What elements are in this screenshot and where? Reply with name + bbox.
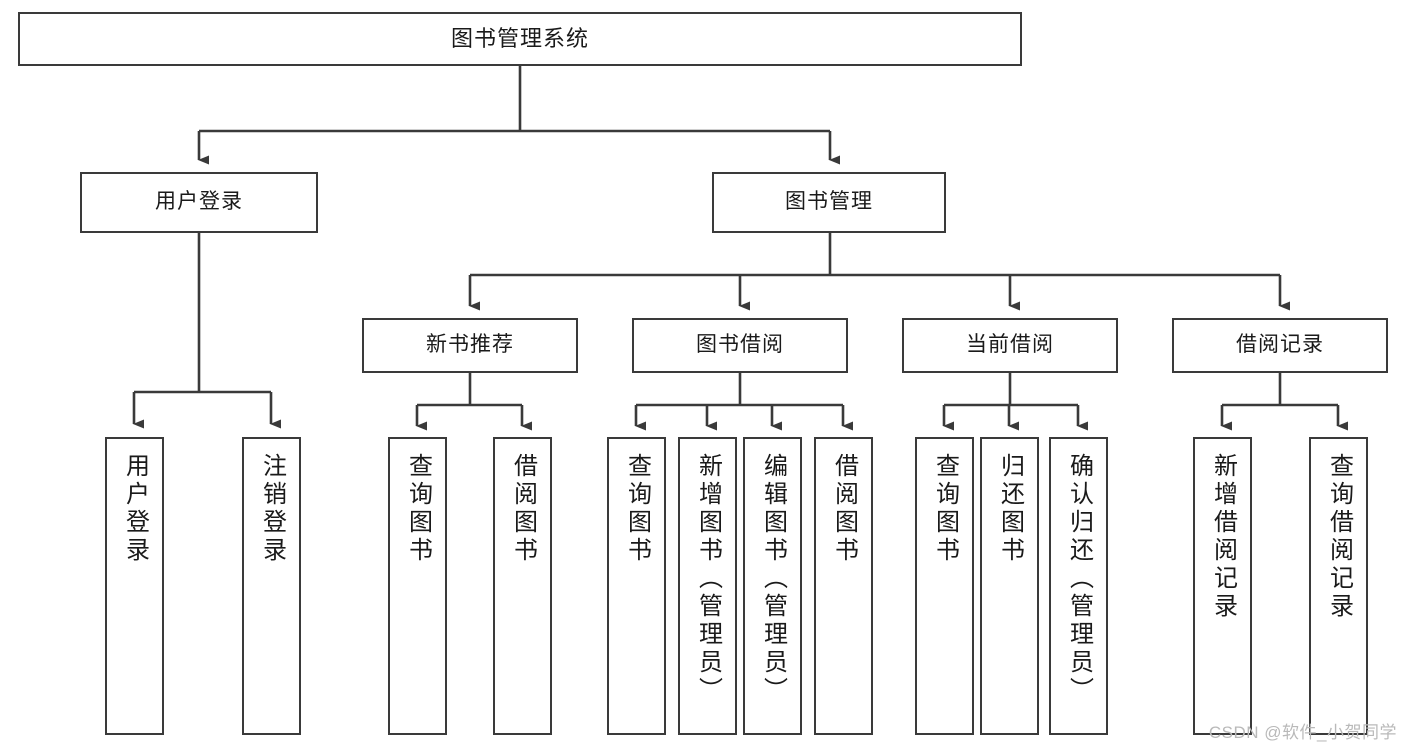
node-current-borrow[interactable]: 当前借阅	[902, 318, 1118, 373]
leaf-borrow-edit-book-admin[interactable]: 编辑图书（管理员）	[743, 437, 802, 735]
node-book-borrow[interactable]: 图书借阅	[632, 318, 848, 373]
node-label: 查询图书	[404, 453, 432, 565]
leaf-records-query-record[interactable]: 查询借阅记录	[1309, 437, 1368, 735]
node-label: 新增借阅记录	[1209, 453, 1237, 621]
node-label: 图书管理系统	[450, 26, 589, 52]
node-label: 借阅记录	[1236, 333, 1324, 357]
leaf-new-book-query[interactable]: 查询图书	[388, 437, 447, 735]
node-label: 图书借阅	[696, 333, 784, 357]
node-root-system[interactable]: 图书管理系统	[18, 12, 1022, 66]
leaf-user-login-logout[interactable]: 注销登录	[242, 437, 301, 735]
node-new-book-recommend[interactable]: 新书推荐	[362, 318, 578, 373]
node-label: 查询图书	[623, 453, 651, 565]
node-label: 用户登录	[121, 453, 149, 565]
leaf-borrow-add-book-admin[interactable]: 新增图书（管理员）	[678, 437, 737, 735]
node-label: 确认归还（管理员）	[1065, 453, 1093, 705]
leaf-borrow-query-book[interactable]: 查询图书	[607, 437, 666, 735]
node-label: 新书推荐	[426, 333, 514, 357]
node-book-management[interactable]: 图书管理	[712, 172, 946, 233]
leaf-current-return-book[interactable]: 归还图书	[980, 437, 1039, 735]
leaf-records-add-record[interactable]: 新增借阅记录	[1193, 437, 1252, 735]
node-label: 新增图书（管理员）	[694, 453, 722, 705]
node-label: 注销登录	[258, 453, 286, 565]
node-label: 用户登录	[155, 190, 243, 214]
node-user-login[interactable]: 用户登录	[80, 172, 318, 233]
node-label: 借阅图书	[509, 453, 537, 565]
watermark-text: CSDN @软件_小贺同学	[1208, 723, 1397, 742]
node-label: 查询图书	[931, 453, 959, 565]
node-label: 当前借阅	[966, 333, 1054, 357]
node-label: 图书管理	[785, 190, 873, 214]
node-label: 归还图书	[996, 453, 1024, 565]
node-borrow-records[interactable]: 借阅记录	[1172, 318, 1388, 373]
node-label: 查询借阅记录	[1325, 453, 1353, 621]
leaf-borrow-borrow-book[interactable]: 借阅图书	[814, 437, 873, 735]
leaf-new-book-borrow[interactable]: 借阅图书	[493, 437, 552, 735]
leaf-current-confirm-return-admin[interactable]: 确认归还（管理员）	[1049, 437, 1108, 735]
leaf-current-query-book[interactable]: 查询图书	[915, 437, 974, 735]
leaf-user-login-login[interactable]: 用户登录	[105, 437, 164, 735]
node-label: 借阅图书	[830, 453, 858, 565]
node-label: 编辑图书（管理员）	[759, 453, 787, 705]
